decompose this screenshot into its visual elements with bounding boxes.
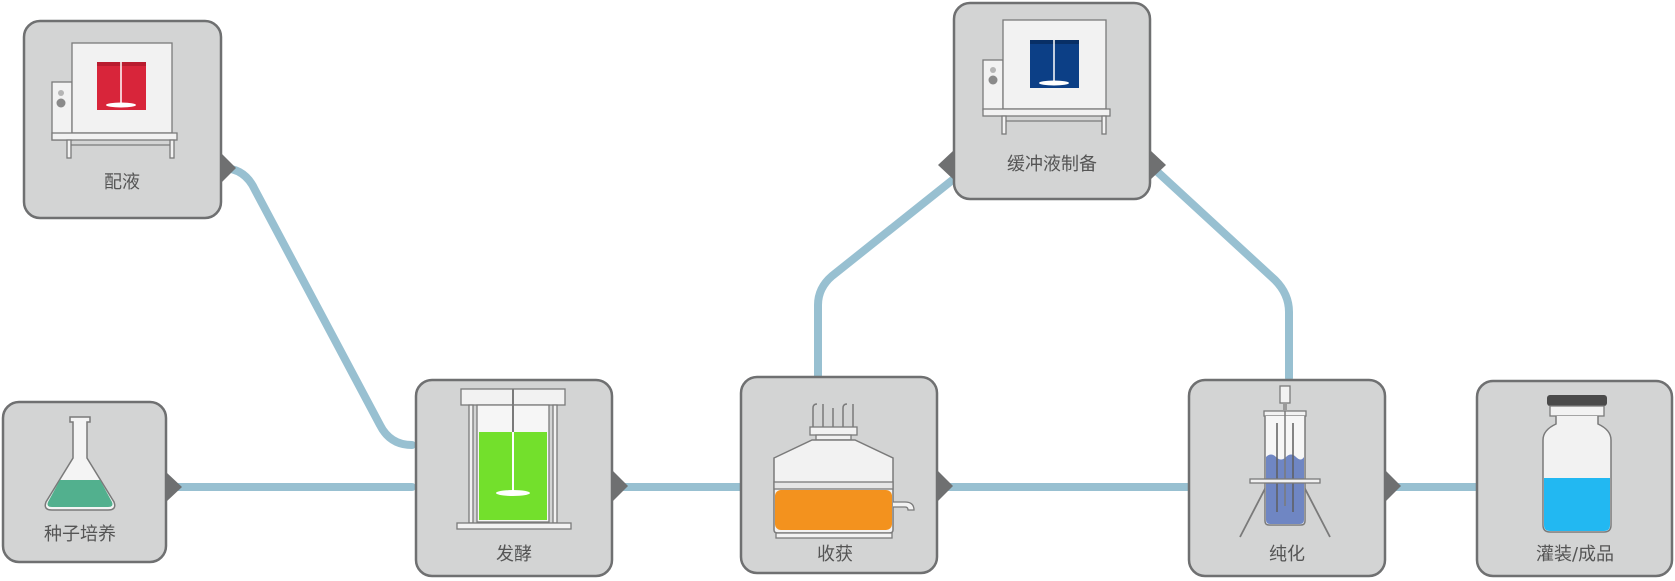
- harvest-tank-icon: [773, 403, 915, 539]
- output-port: [937, 470, 953, 502]
- node-label: 配液: [104, 172, 140, 193]
- pipe-media-to-fermentation: [218, 164, 416, 449]
- node-label: 收获: [817, 544, 853, 565]
- output-port: [1385, 470, 1401, 502]
- output-port: [612, 470, 628, 502]
- pipe-harvest-to-buffer: [814, 174, 959, 380]
- purification-column-icon: [1239, 385, 1331, 538]
- output-port: [166, 472, 182, 502]
- node-label: 种子培养: [44, 524, 116, 545]
- media-mixer-icon: [51, 42, 178, 159]
- node-fill-finish[interactable]: 灌装/成品: [1475, 379, 1674, 578]
- node-harvest[interactable]: 收获: [739, 375, 953, 575]
- pipes: [166, 161, 1480, 491]
- fermenter-icon: [456, 388, 572, 530]
- seed-liquid: [47, 480, 113, 507]
- node-label: 灌装/成品: [1536, 544, 1614, 565]
- input-port: [938, 150, 954, 180]
- node-fermentation[interactable]: 发酵: [414, 378, 628, 578]
- output-port: [1150, 150, 1166, 180]
- node-media-prep[interactable]: 配液: [22, 19, 236, 220]
- buffer-mixer-icon: [982, 19, 1111, 135]
- node-label: 纯化: [1269, 544, 1305, 565]
- flask-icon: [44, 416, 116, 511]
- vial-icon: [1542, 395, 1612, 533]
- output-port: [221, 153, 236, 183]
- node-seed-culture[interactable]: 种子培养: [1, 400, 182, 564]
- pipe-buffer-to-purification: [1146, 161, 1293, 382]
- node-label: 缓冲液制备: [1007, 154, 1097, 175]
- node-purification[interactable]: 纯化: [1187, 378, 1401, 578]
- node-label: 发酵: [496, 544, 532, 565]
- node-buffer-prep[interactable]: 缓冲液制备: [938, 1, 1166, 201]
- fill-liquid: [1544, 478, 1610, 531]
- harvest-liquid: [775, 490, 892, 530]
